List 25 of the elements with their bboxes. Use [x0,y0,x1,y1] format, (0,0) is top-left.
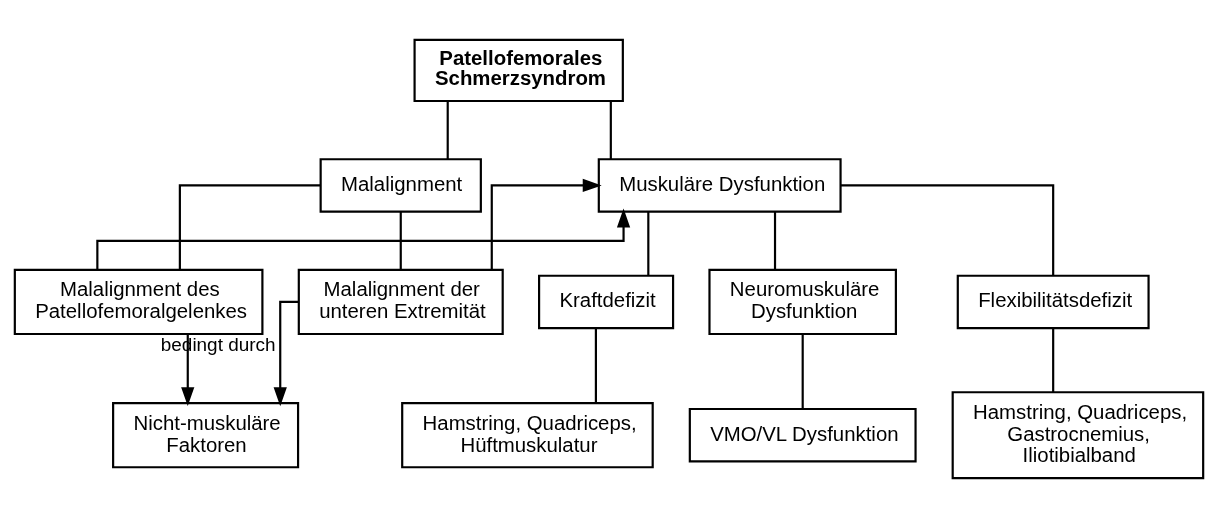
node-box: Malalignment des Patellofemoralgelenkes [13,268,264,335]
node-box: Neuromuskuläre Dysfunktion [708,268,897,335]
node-box: Flexibilitätsdefizit [956,274,1150,329]
connector [773,211,777,270]
connector [178,183,321,269]
arrow [96,208,631,269]
node-box: Patellofemorales Schmerzsyndrom [413,38,624,102]
node-box: Kraftdefizit [538,274,675,329]
connector [594,327,597,403]
connector [609,100,612,159]
arrow [490,178,602,269]
node-box: Nicht-muskuläre Faktoren [112,401,300,468]
node-box: Hamstring, Quadriceps, Gastrocnemius, Iliotibialband [951,390,1205,479]
connector [647,211,650,276]
connector [801,333,804,409]
connector [1052,327,1055,392]
connector [446,100,449,159]
node-box: Malalignment [319,157,482,213]
node-box: VMO/VL Dysfunktion [688,407,917,462]
arrow [181,333,195,406]
connector [399,211,402,270]
node-box: Malalignment der unteren Extremität [297,268,504,335]
node-box: Hamstring, Quadriceps, Hüftmuskulatur [401,401,654,468]
connector [841,183,1055,276]
node-box: Muskuläre Dysfunktion [597,157,842,213]
